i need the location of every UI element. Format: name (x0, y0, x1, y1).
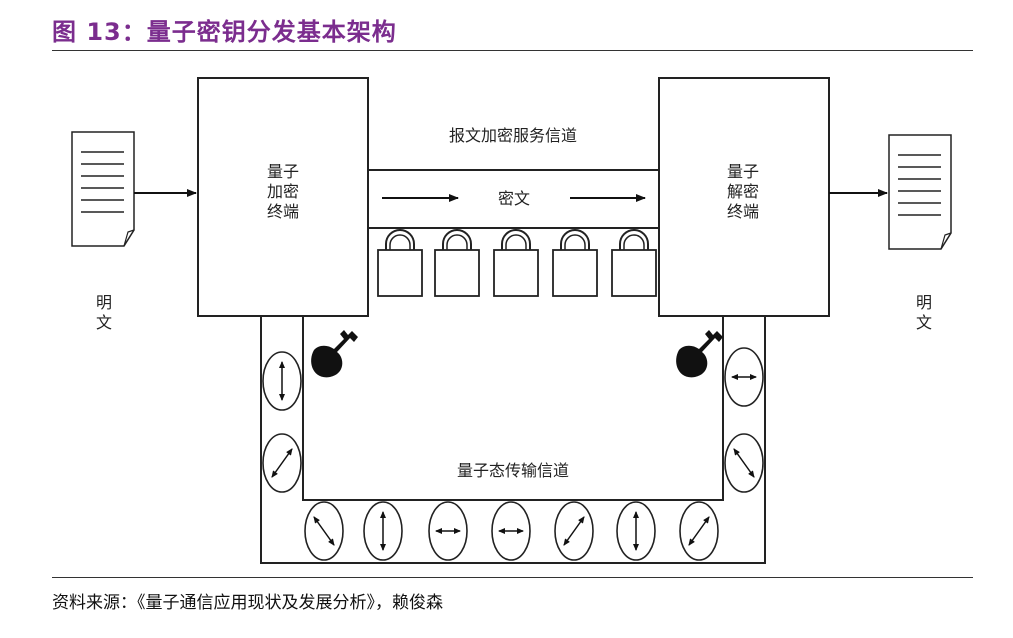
polarizer-vertical-icon (263, 352, 301, 410)
encrypt-terminal-label-line1: 量子 (267, 162, 299, 181)
polarizer-diagonal-icon (555, 502, 593, 560)
quantum-channel-outer (260, 316, 766, 564)
plaintext-right-label-char2: 文 (916, 313, 932, 332)
plaintext-left-label-char1: 明 (96, 293, 112, 312)
plaintext-document-right-icon (888, 134, 952, 250)
lock-icon (377, 229, 423, 297)
polarizer-diagonal-icon (680, 502, 718, 560)
figure-title: 图 13：量子密钥分发基本架构 (52, 18, 397, 46)
polarizer-diagonal-icon (263, 434, 301, 492)
title-rule (52, 50, 973, 51)
lock-icon (493, 229, 539, 297)
lock-icon (552, 229, 598, 297)
lock-icon (611, 229, 657, 297)
polarizer-horizontal-icon (429, 502, 467, 560)
decrypt-terminal-label-line1: 量子 (727, 162, 759, 181)
figure-source: 资料来源：《量子通信应用现状及发展分析》，赖俊森 (52, 593, 443, 613)
quantum-channel-label: 量子态传输信道 (457, 461, 569, 480)
encrypt-terminal (197, 77, 369, 317)
lock-icon (434, 229, 480, 297)
quantum-channel-inner (302, 316, 724, 501)
ciphertext-label: 密文 (498, 189, 530, 208)
decrypt-terminal (658, 77, 830, 317)
decrypt-terminal-label-line3: 终端 (727, 202, 759, 221)
decrypt-terminal-label-line2: 解密 (727, 182, 759, 201)
plaintext-document-left-icon (71, 131, 135, 247)
encrypt-terminal-label-line2: 加密 (267, 182, 299, 201)
polarizer-diagonal-icon (725, 434, 763, 492)
polarizer-vertical-icon (364, 502, 402, 560)
message-channel-label: 报文加密服务信道 (449, 126, 577, 145)
polarizer-horizontal-icon (492, 502, 530, 560)
key-icon (676, 330, 723, 378)
polarizer-horizontal-icon (725, 348, 763, 406)
key-icon (311, 330, 358, 378)
plaintext-left-label-char2: 文 (96, 313, 112, 332)
encrypt-terminal-label-line3: 终端 (267, 202, 299, 221)
plaintext-right-label-char1: 明 (916, 293, 932, 312)
source-rule (52, 577, 973, 578)
polarizer-diagonal-icon (305, 502, 343, 560)
polarizer-vertical-icon (617, 502, 655, 560)
